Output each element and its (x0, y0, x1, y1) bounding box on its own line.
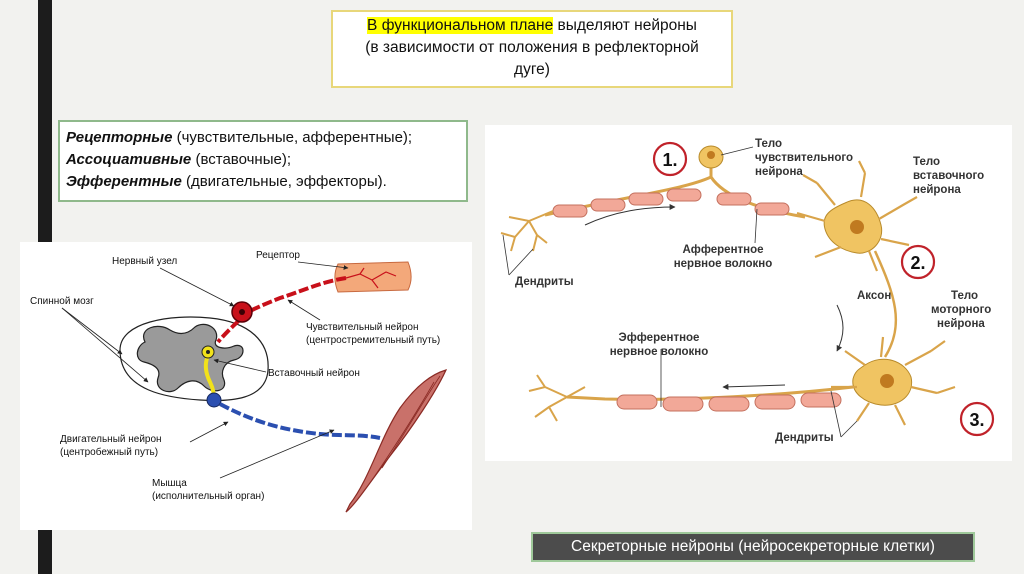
label-axon: Аксон (857, 290, 891, 302)
label-motor-body-2: моторного (931, 304, 991, 316)
svg-text:1.: 1. (662, 150, 677, 170)
label-motor-body-1: Тело (951, 290, 978, 302)
label-inter-body-3: нейрона (913, 184, 961, 196)
badge-2: 2. (900, 244, 936, 280)
title-highlight: В функциональном плане (367, 17, 554, 34)
badge-3: 3. (959, 401, 995, 437)
label-muscle-1: Мышца (152, 478, 187, 489)
title-line-1: В функциональном плане выделяют нейроны (333, 15, 731, 37)
label-ganglion: Нервный узел (112, 256, 177, 267)
title-line-2: (в зависимости от положения в рефлекторн… (365, 39, 699, 56)
spinal-cord-outline (119, 316, 269, 402)
label-efferent-2: нервное волокно (610, 346, 709, 358)
neuron-arc-diagram: 1. 2. 3. Тело чувствительного нейрона Те… (485, 125, 1012, 461)
label-sensory-body-1: Тело (755, 138, 782, 150)
gray-matter (136, 323, 244, 393)
label-dendrites-bottom: Дендриты (775, 432, 834, 444)
type-receptor: Рецепторные (чувствительные, афферентные… (66, 129, 413, 146)
label-dendrites-top: Дендриты (515, 276, 574, 288)
label-inter-body-2: вставочного (913, 170, 984, 182)
label-sensory-body-3: нейрона (755, 166, 803, 178)
label-afferent-1: Афферентное (682, 244, 763, 256)
label-sensory-body-2: чувствительного (755, 152, 853, 164)
label-motor-2: (центробежный путь) (60, 446, 158, 458)
label-motor-1: Двигательный нейрон (60, 434, 162, 445)
label-efferent-1: Эфферентное (619, 332, 700, 344)
slide-title-box: В функциональном плане выделяют нейроны … (331, 10, 733, 88)
flow-arrow-mid (836, 304, 844, 352)
motor-fiber (219, 402, 381, 440)
label-motor-body-3: нейрона (937, 318, 985, 330)
label-interneuron: Вставочный нейрон (268, 368, 360, 379)
motor-body (206, 392, 222, 408)
label-muscle-2: (исполнительный орган) (152, 491, 264, 502)
type-associative: Ассоциативные (вставочные); (66, 151, 291, 168)
receptor-skin (334, 261, 412, 293)
svg-text:3.: 3. (969, 410, 984, 430)
neuron-types-box: Рецепторные (чувствительные, афферентные… (58, 120, 468, 202)
secretory-neurons-label: Секреторные нейроны (нейросекреторные кл… (531, 532, 975, 562)
flow-arrow-top (584, 204, 676, 226)
label-inter-body-1: Тело (913, 156, 940, 168)
type-efferent: Эфферентные (двигательные, эффекторы). (66, 173, 387, 190)
afferent-myelin (552, 188, 790, 218)
svg-text:2.: 2. (910, 253, 925, 273)
label-sensory-1: Чувствительный нейрон (306, 322, 418, 333)
title-line-3: дуге) (514, 61, 550, 78)
title-rest: выделяют нейроны (553, 17, 697, 34)
label-spinal-cord: Спинной мозг (30, 296, 94, 307)
efferent-myelin (616, 392, 842, 412)
dendrites-bottom-left (528, 374, 586, 422)
reflex-arc-diagram: Нервный узел Рецептор Спинной мозг Чувст… (20, 242, 472, 530)
flow-arrow-bottom (722, 383, 786, 390)
sensory-fiber (216, 276, 347, 344)
muscle (345, 369, 448, 513)
label-receptor: Рецептор (256, 250, 300, 261)
label-afferent-2: нервное волокно (674, 258, 773, 270)
badge-1: 1. (652, 141, 688, 177)
dendrites-top-left (500, 210, 554, 252)
label-sensory-2: (центростремительный путь) (306, 335, 440, 346)
interneuron-axon (873, 250, 898, 358)
